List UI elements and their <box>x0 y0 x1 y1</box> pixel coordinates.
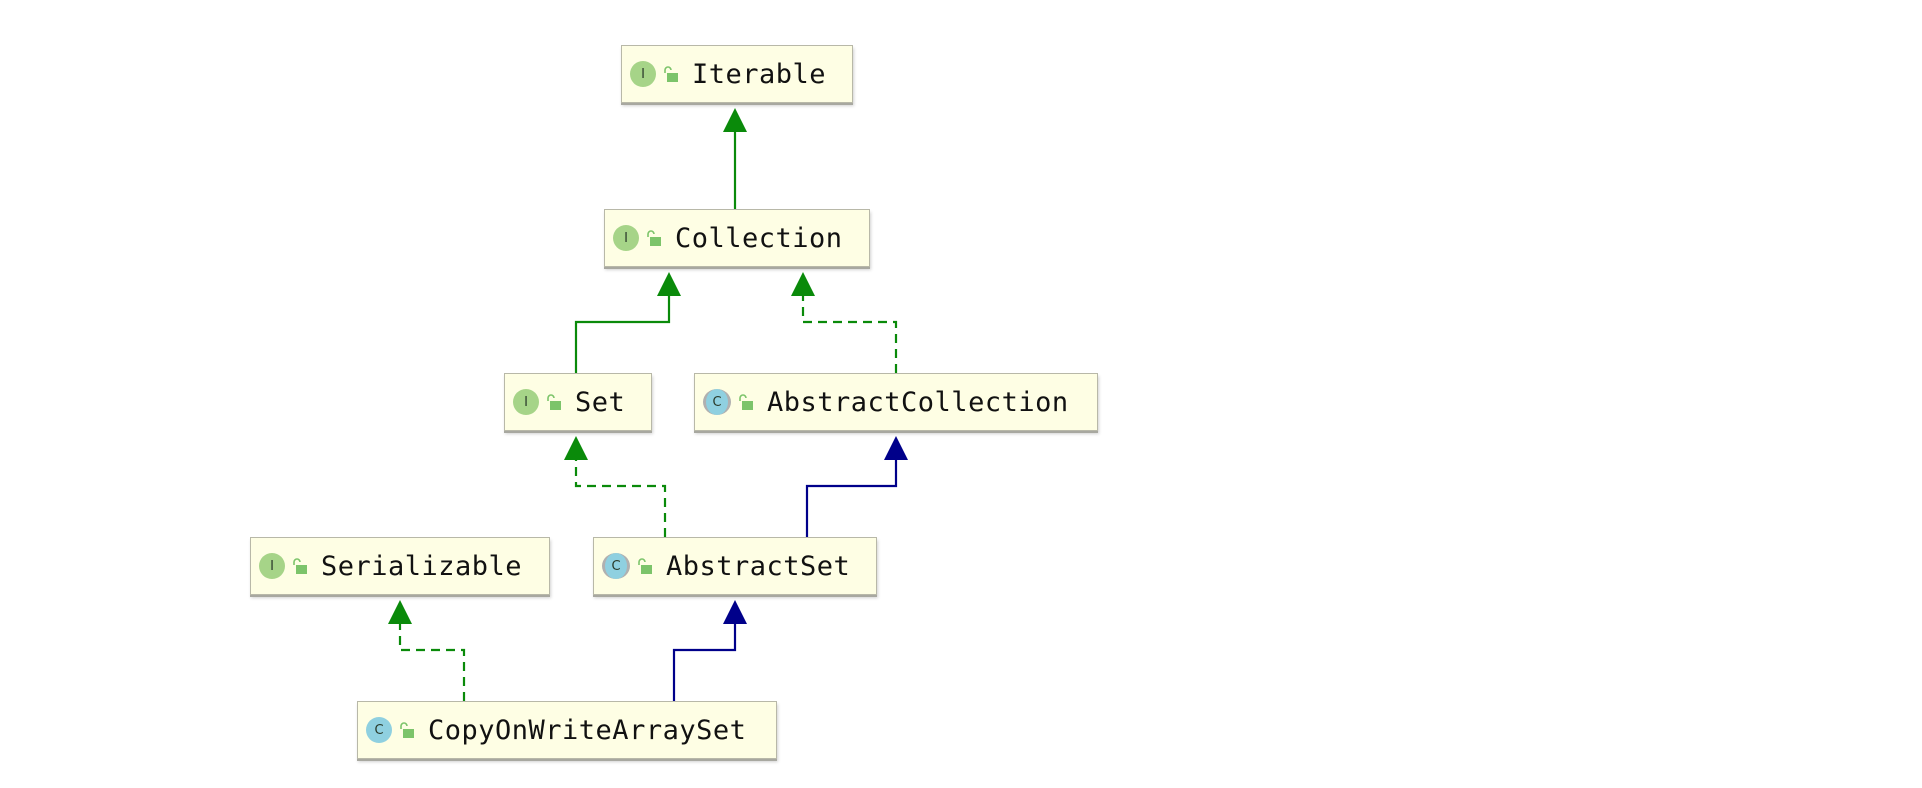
public-access-icon <box>739 394 753 410</box>
inheritance-arrowhead <box>723 108 747 132</box>
class-name-label: AbstractCollection <box>767 386 1069 418</box>
edge-set-to-collection <box>574 272 681 373</box>
class-node-abstract-set[interactable]: C AbstractSet <box>593 537 877 595</box>
interface-icon: I <box>613 225 639 251</box>
inheritance-arrowhead <box>657 272 681 296</box>
public-access-icon <box>638 558 652 574</box>
class-node-serializable[interactable]: I Serializable <box>250 537 550 595</box>
edge-line <box>801 294 898 373</box>
edge-copy-on-write-array-set-to-abstract-set <box>672 600 747 701</box>
class-node-abstract-collection[interactable]: C AbstractCollection <box>694 373 1098 431</box>
edge-collection-to-iterable <box>723 108 747 209</box>
inheritance-arrowhead <box>791 272 815 296</box>
inheritance-arrowhead <box>388 600 412 624</box>
inheritance-arrowhead <box>564 436 588 460</box>
class-name-label: CopyOnWriteArraySet <box>428 714 747 746</box>
edge-copy-on-write-array-set-to-serializable <box>388 600 466 701</box>
edge-abstract-set-to-set <box>564 436 667 537</box>
class-name-label: Collection <box>675 222 843 254</box>
class-node-set[interactable]: I Set <box>504 373 652 431</box>
public-access-icon <box>400 722 414 738</box>
edge-abstract-set-to-abstract-collection <box>805 436 908 537</box>
abstract-class-icon: C <box>602 553 630 579</box>
class-node-collection[interactable]: I Collection <box>604 209 870 267</box>
inheritance-arrowhead <box>723 600 747 624</box>
interface-icon: I <box>513 389 539 415</box>
abstract-class-icon: C <box>703 389 731 415</box>
edge-line <box>574 294 671 373</box>
edge-line <box>398 622 466 701</box>
edge-line <box>672 622 737 701</box>
class-node-copy-on-write-array-set[interactable]: C CopyOnWriteArraySet <box>357 701 777 759</box>
public-access-icon <box>547 394 561 410</box>
edge-line <box>574 458 667 537</box>
public-access-icon <box>664 66 678 82</box>
interface-icon: I <box>259 553 285 579</box>
class-name-label: Serializable <box>321 550 523 582</box>
inheritance-arrowhead <box>884 436 908 460</box>
class-name-label: AbstractSet <box>666 550 851 582</box>
public-access-icon <box>293 558 307 574</box>
class-icon: C <box>366 717 392 743</box>
class-name-label: Set <box>575 386 626 418</box>
class-node-iterable[interactable]: I Iterable <box>621 45 853 103</box>
class-name-label: Iterable <box>692 58 827 90</box>
edge-line <box>805 458 898 537</box>
interface-icon: I <box>630 61 656 87</box>
edge-abstract-collection-to-collection <box>791 272 898 373</box>
public-access-icon <box>647 230 661 246</box>
